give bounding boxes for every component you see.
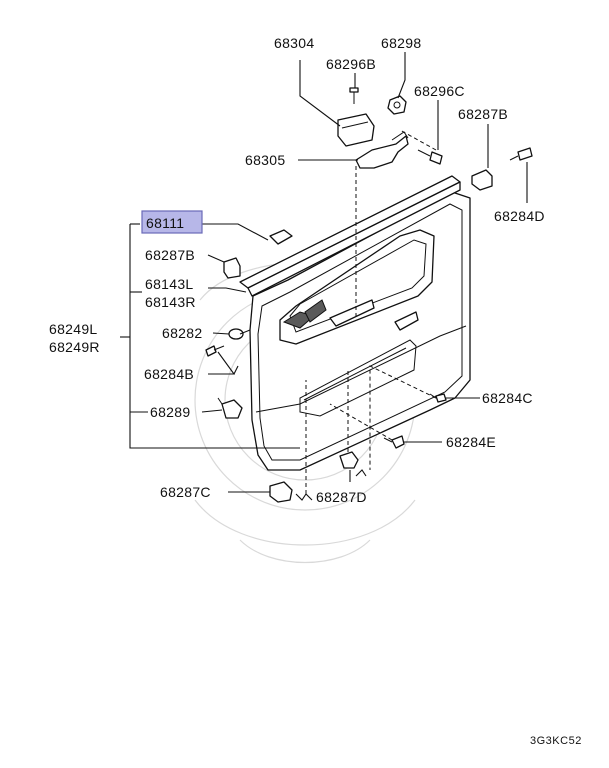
door-trim-panel bbox=[249, 191, 471, 471]
label-68296B[interactable]: 68296B bbox=[326, 56, 376, 72]
screw-68296B-icon bbox=[349, 87, 359, 104]
selected-part-highlight bbox=[141, 210, 203, 234]
label-68298[interactable]: 68298 bbox=[381, 35, 421, 51]
screw-68296C-icon bbox=[417, 149, 443, 165]
grommet-68282-icon bbox=[228, 328, 251, 340]
label-68296C[interactable]: 68296C bbox=[414, 83, 465, 99]
clip-68287D-icon bbox=[339, 451, 359, 469]
label-68287B-left[interactable]: 68287B bbox=[145, 247, 195, 263]
nut-68298-icon bbox=[387, 95, 407, 115]
label-68284D[interactable]: 68284D bbox=[494, 208, 545, 224]
label-68284C[interactable]: 68284C bbox=[482, 390, 533, 406]
diagram-code: 3G3KC52 bbox=[530, 735, 582, 747]
label-68284B[interactable]: 68284B bbox=[144, 366, 194, 382]
screw-68284D-icon bbox=[509, 147, 533, 161]
clip-68287B-left-icon bbox=[223, 257, 241, 279]
label-68287D[interactable]: 68287D bbox=[316, 489, 367, 505]
leader-lines bbox=[120, 52, 528, 501]
label-68111[interactable]: 68111 bbox=[146, 215, 184, 231]
door-belt-weatherstrip bbox=[239, 175, 461, 297]
pull-cup-68304 bbox=[337, 113, 375, 147]
clip-68289-icon bbox=[217, 397, 243, 419]
label-68249L[interactable]: 68249L bbox=[49, 321, 98, 337]
label-68287B-top[interactable]: 68287B bbox=[458, 106, 508, 122]
label-68305[interactable]: 68305 bbox=[245, 152, 285, 168]
label-68282[interactable]: 68282 bbox=[162, 325, 202, 341]
label-68287C[interactable]: 68287C bbox=[160, 484, 211, 500]
label-68284E[interactable]: 68284E bbox=[446, 434, 496, 450]
screw-68284B-icon bbox=[205, 345, 225, 357]
label-68289[interactable]: 68289 bbox=[150, 404, 190, 420]
label-68249R[interactable]: 68249R bbox=[49, 339, 100, 355]
screw-68284E-icon bbox=[383, 435, 405, 449]
label-68304[interactable]: 68304 bbox=[274, 35, 314, 51]
label-68143R[interactable]: 68143R bbox=[145, 294, 196, 310]
trim-cap-icon bbox=[269, 229, 293, 245]
clip-68287C-icon bbox=[269, 481, 293, 503]
label-68143L[interactable]: 68143L bbox=[145, 276, 194, 292]
clip-68287B-top-icon bbox=[471, 169, 493, 191]
